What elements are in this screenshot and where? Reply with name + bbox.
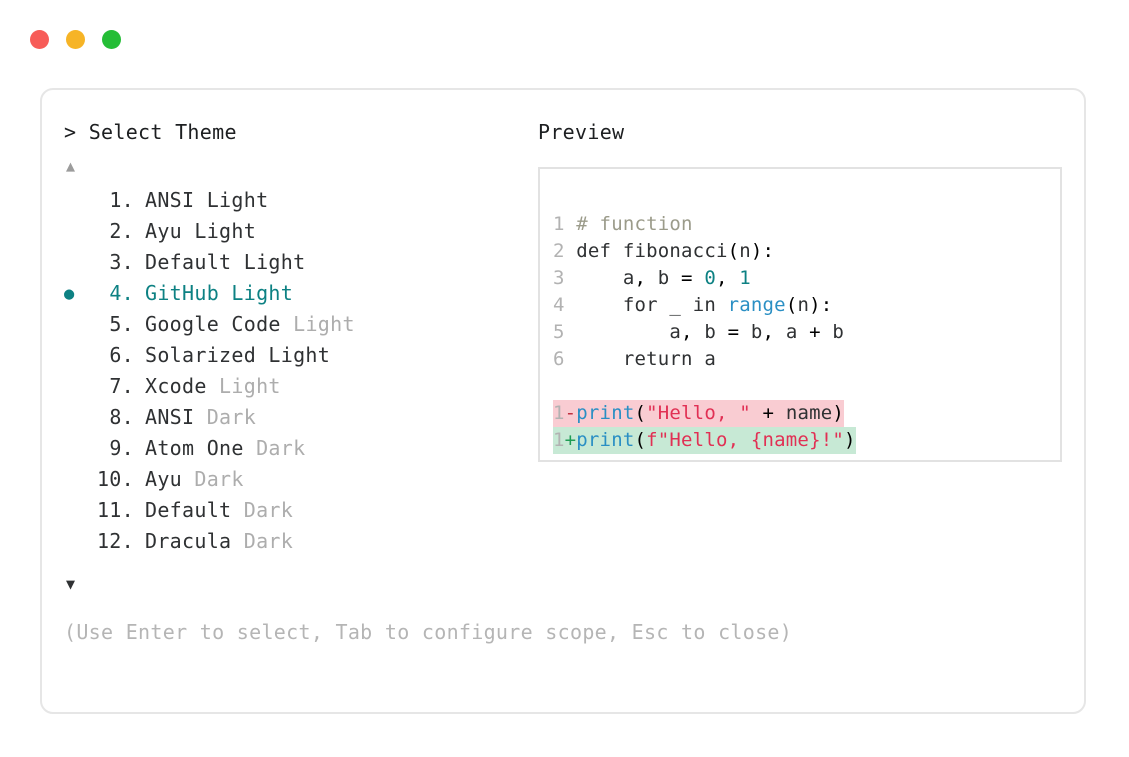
close-window-button[interactable] [30,30,49,49]
theme-selection-pane: > Select Theme ▲ 1. ANSI Light 2. Ayu Light… [64,122,524,592]
theme-list-item[interactable]: 9. Atom One Dark [64,436,524,467]
theme-list-item[interactable]: 2. Ayu Light [64,219,524,250]
theme-item-index: 1. [109,188,134,212]
theme-item-index: 5. [109,312,134,336]
theme-item-name: Dracula Dark [145,529,294,553]
theme-list-item[interactable]: ● 4. GitHub Light [64,281,524,312]
code-line: 3 a, b = 0, 1 [553,267,751,289]
maximize-window-button[interactable] [102,30,121,49]
line-number: 1 [553,213,565,235]
theme-item-name: Ayu Dark [145,467,244,491]
theme-list-item[interactable]: 12. Dracula Dark [64,529,524,560]
page-title-label: Select Theme [88,120,237,144]
code-line: 6 return a [553,348,716,370]
theme-item-variant: Dark [182,467,244,491]
page-title: > Select Theme [64,122,524,142]
theme-item-variant: Dark [243,436,306,460]
theme-list-item[interactable]: 6. Solarized Light [64,343,524,374]
theme-item-variant: Light [280,312,355,336]
code-line: 5 a, b = b, a + b [553,321,845,343]
theme-list-item[interactable]: 11. Default Dark [64,498,524,529]
diff-marker: - [564,402,577,424]
keyboard-hint: (Use Enter to select, Tab to configure s… [64,620,793,644]
theme-item-name: Default Dark [145,498,294,522]
theme-item-variant: Dark [231,529,294,553]
theme-list-item[interactable]: 5. Google Code Light [64,312,524,343]
preview-pane: Preview 1 # function 2 def fibonacci(n): 3… [538,122,1066,462]
preview-box: 1 # function 2 def fibonacci(n): 3 a, b = … [538,167,1062,462]
theme-picker-card: > Select Theme ▲ 1. ANSI Light 2. Ayu Light… [40,88,1086,714]
theme-item-index: 10. [96,467,134,491]
theme-item-index: 8. [109,405,134,429]
line-number: 3 [553,267,565,289]
theme-item-variant: Light [206,374,281,398]
preview-label: Preview [538,120,625,144]
theme-item-index: 7. [109,374,134,398]
prompt-marker: > [64,120,77,144]
minimize-window-button[interactable] [66,30,85,49]
theme-list-item[interactable]: 3. Default Light [64,250,524,281]
code-lines: 1 # function 2 def fibonacci(n): 3 a, b = … [553,211,1060,373]
scroll-down-indicator-icon[interactable]: ▼ [66,575,76,593]
code-preview: 1 # function 2 def fibonacci(n): 3 a, b = … [553,211,1060,454]
theme-item-name: Google Code Light [145,312,355,336]
theme-item-name: Atom One Dark [145,436,306,460]
selected-bullet-icon: ● [64,284,75,304]
theme-item-index: 4. [109,281,134,305]
theme-list: 1. ANSI Light 2. Ayu Light 3. Default Light ● 4… [64,188,524,560]
line-number: 4 [553,294,565,316]
theme-item-name: Default Light [145,250,306,274]
window-traffic-lights [30,30,121,49]
line-number: 6 [553,348,565,370]
theme-list-item[interactable]: 10. Ayu Dark [64,467,524,498]
diff-marker: + [564,429,577,451]
theme-item-index: 11. [96,498,134,522]
theme-item-index: 3. [109,250,134,274]
theme-item-variant: Dark [231,498,294,522]
theme-item-name: ANSI Light [145,188,269,212]
theme-list-item[interactable]: 1. ANSI Light [64,188,524,219]
diff-lines: 1 - print("Hello, " + name)1 + print(f"H… [553,400,1060,454]
line-number: 5 [553,321,565,343]
theme-list-item[interactable]: 7. Xcode Light [64,374,524,405]
theme-item-index: 6. [109,343,134,367]
theme-item-name: Xcode Light [145,374,281,398]
theme-item-index: 12. [96,529,134,553]
line-number: 1 [553,429,565,451]
theme-item-variant: Dark [194,405,257,429]
code-line: 1 # function [553,213,693,235]
theme-item-name: Solarized Light [145,343,331,367]
theme-item-index: 2. [109,219,134,243]
code-line: 4 for _ in range(n): [553,294,833,316]
line-number: 1 [553,402,565,424]
theme-item-name: Ayu Light [145,219,257,243]
line-number: 2 [553,240,565,262]
scroll-up-indicator-icon[interactable]: ▲ [66,157,76,175]
theme-item-name: ANSI Dark [145,405,257,429]
code-line: 2 def fibonacci(n): [553,240,775,262]
theme-item-index: 9. [109,436,134,460]
theme-list-item[interactable]: 8. ANSI Dark [64,405,524,436]
diff-line-added: 1 + print(f"Hello, {name}!") [553,427,856,454]
theme-item-name: GitHub Light [145,281,294,305]
diff-line-removed: 1 - print("Hello, " + name) [553,400,845,427]
